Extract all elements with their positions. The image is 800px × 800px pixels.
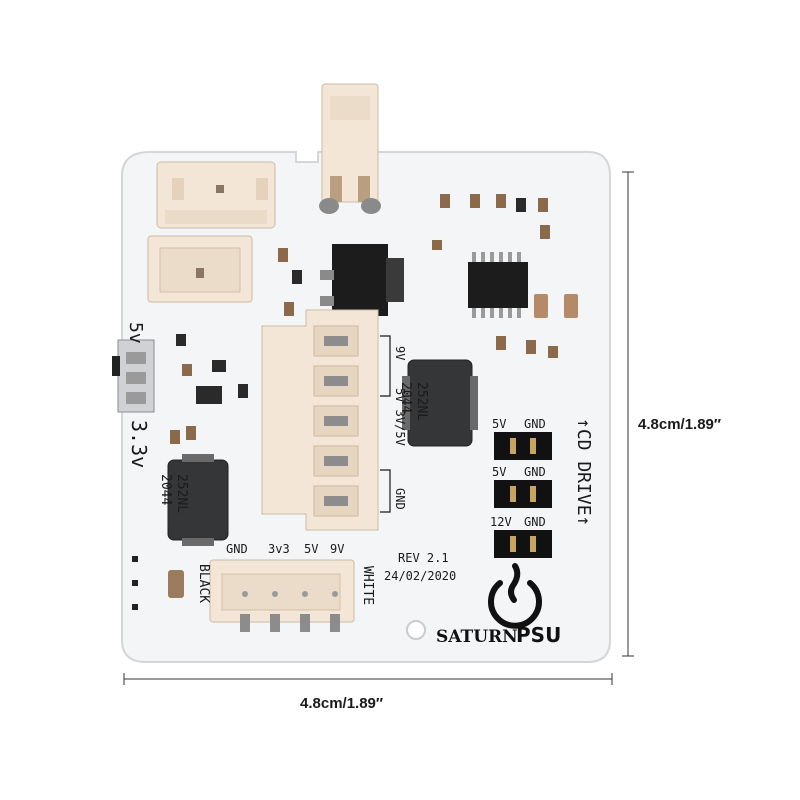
label-33v-left: 3.3v xyxy=(127,420,151,468)
left-connector xyxy=(147,235,253,303)
pin-header-3 xyxy=(494,530,552,558)
date-label: 24/02/2020 xyxy=(384,569,456,583)
pin-label-5v: 5V xyxy=(304,542,318,556)
smd-components-bottom xyxy=(132,556,184,610)
height-dimension-line xyxy=(622,171,634,657)
top-left-connector xyxy=(156,161,276,229)
voltage-regulator xyxy=(320,244,404,316)
slide-switch xyxy=(112,339,155,413)
side-connector xyxy=(261,309,391,531)
revision-label: REV 2.1 xyxy=(398,551,449,565)
label-gnd-side: GND xyxy=(393,488,407,510)
top-vertical-connector xyxy=(319,83,381,214)
brand-saturn: SATURN xyxy=(436,627,518,647)
pin-header-2 xyxy=(494,480,552,508)
smd-components-top xyxy=(278,194,578,358)
width-dimension-label: 4.8cm/1.89″ xyxy=(300,695,384,712)
header-1-right: GND xyxy=(524,417,546,431)
small-ics-left xyxy=(170,334,248,444)
header-1-left: 5V xyxy=(492,417,506,431)
height-dimension-label: 4.8cm/1.89″ xyxy=(638,416,722,433)
label-5v-33v-5v: 5V 3V/5V xyxy=(393,388,407,446)
label-9v: 9V xyxy=(393,346,407,360)
header-3-right: GND xyxy=(524,515,546,529)
pin-label-gnd: GND xyxy=(226,542,248,556)
power-icon xyxy=(488,563,542,629)
inductor-right xyxy=(402,359,478,447)
label-5v-left: 5v xyxy=(125,322,146,344)
header-2-left: 5V xyxy=(492,465,506,479)
header-2-right: GND xyxy=(524,465,546,479)
pin-label-9v: 9V xyxy=(330,542,344,556)
header-3-left: 12V xyxy=(490,515,512,529)
pin-header-1 xyxy=(494,432,552,460)
pin-label-3v3: 3v3 xyxy=(268,542,290,556)
label-white: WHITE xyxy=(360,566,375,605)
inductor-right-code: 252NL2044 xyxy=(398,382,429,421)
label-black: BLACK xyxy=(196,564,211,603)
inductor-left-code: 252NL2044 xyxy=(158,474,189,513)
bottom-connector xyxy=(209,559,355,632)
inductor-left xyxy=(167,454,229,546)
brand-psu: PSU xyxy=(516,623,561,647)
label-cd-drive: ↑CD DRIVE↑ xyxy=(573,418,594,526)
width-dimension-line xyxy=(123,673,613,685)
tssop-ic xyxy=(468,252,528,318)
